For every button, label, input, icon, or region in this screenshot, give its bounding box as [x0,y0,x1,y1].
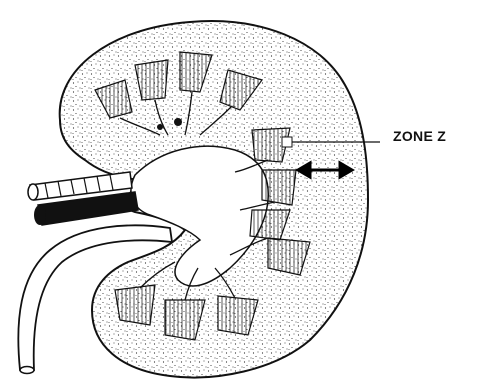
sinus-dot-right [174,118,182,126]
ureter-end [20,367,34,374]
sinus-dot-left [157,124,163,130]
zone-z-label: ZONE Z [393,128,446,144]
zone-marker [282,137,292,147]
